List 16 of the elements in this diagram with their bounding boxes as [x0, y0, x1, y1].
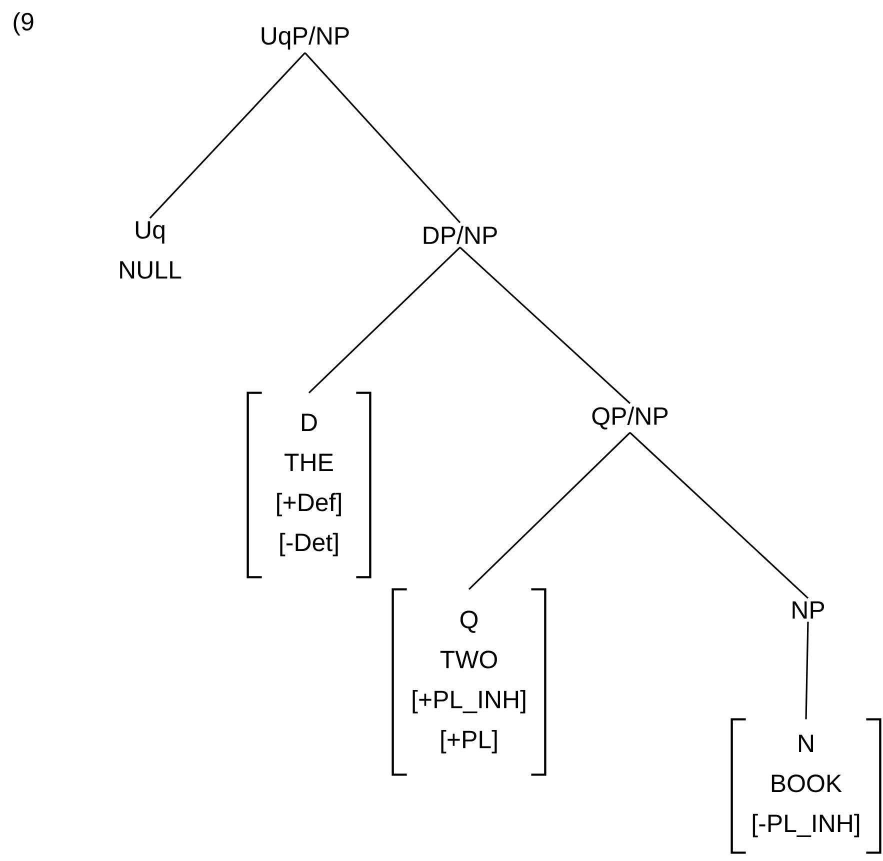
category-label: UqP/NP [262, 26, 349, 50]
category-label: DP/NP [424, 226, 497, 244]
feature-matrix: D THE [+Def] [-Det] [246, 392, 372, 578]
tree-branch [308, 246, 461, 394]
tree-branch [459, 246, 631, 404]
tree-branch [468, 432, 631, 590]
tree-branch [805, 622, 809, 720]
tree-branch [304, 52, 461, 224]
tree-branch [629, 432, 809, 599]
category-label: NP [792, 601, 824, 619]
example-number: (9 [14, 12, 34, 36]
terminal-label: Uq NULL [120, 221, 182, 279]
feature-matrix: N BOOK [-PL_INH] [730, 718, 882, 854]
tree-branch [149, 52, 306, 219]
category-label: QP/NP [592, 406, 668, 430]
feature-matrix: Q TWO [+PL_INH] [+PL] [392, 588, 546, 776]
